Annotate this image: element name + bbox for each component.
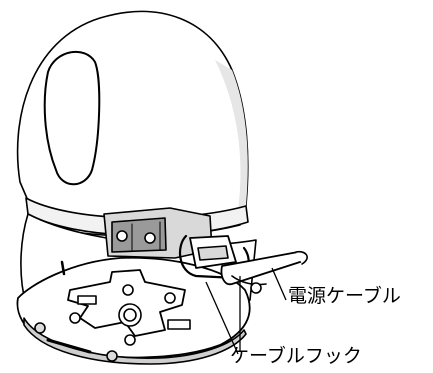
mount-bracket	[67, 269, 186, 337]
cable-grommet	[250, 282, 262, 294]
lens-window	[43, 50, 101, 186]
screw-right	[164, 292, 176, 304]
screw-left	[69, 312, 81, 324]
power-cable-label: 電源ケーブル	[288, 285, 401, 307]
screw-edge-left	[34, 322, 46, 334]
dome-shade	[215, 60, 248, 210]
cable-hook	[178, 234, 250, 280]
screw-top	[122, 284, 134, 296]
leader-hook-a	[205, 281, 239, 355]
base-plate-edge	[23, 317, 247, 365]
connector-inner	[111, 217, 167, 253]
screw-edge-bottom	[106, 350, 118, 362]
screw-bottom	[124, 334, 136, 346]
leader-power-cable	[271, 267, 287, 301]
slot-left	[77, 295, 97, 305]
slot-right	[167, 319, 191, 330]
cable-hook-label: ケーブルフック	[230, 345, 362, 367]
